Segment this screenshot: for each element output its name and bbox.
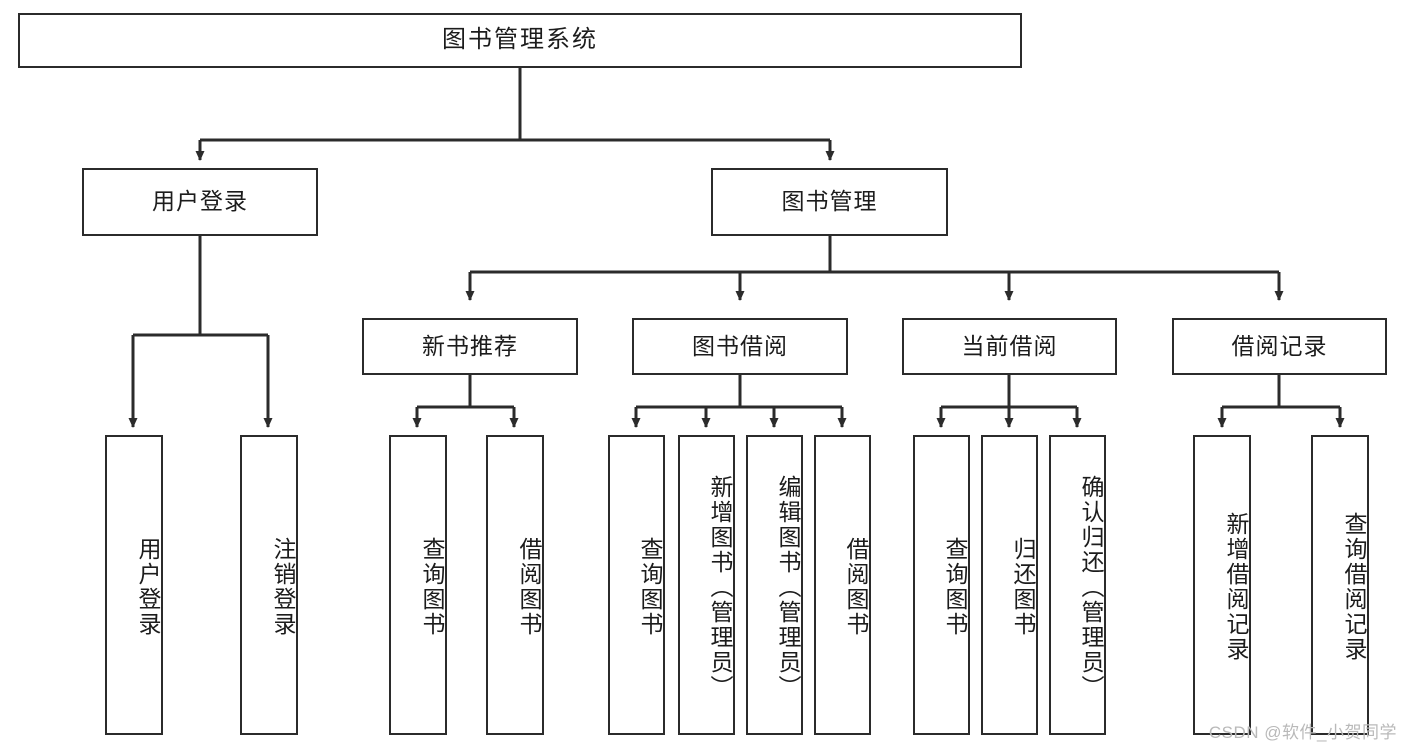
leaf-add-borrow-record[interactable]: 新增借阅记录	[1193, 435, 1251, 735]
node-new-book-recommend[interactable]: 新书推荐	[362, 318, 578, 375]
leaf-label: 新增借阅记录	[1223, 512, 1249, 662]
leaf-label: 查询借阅记录	[1341, 512, 1367, 662]
leaf-label: 查询图书	[637, 537, 663, 637]
leaf-label: 归还图书	[1010, 537, 1036, 637]
leaf-logout-login[interactable]: 注销登录	[240, 435, 298, 735]
node-book-borrow[interactable]: 图书借阅	[632, 318, 848, 375]
leaf-user-login[interactable]: 用户登录	[105, 435, 163, 735]
leaf-confirm-return-admin[interactable]: 确认归还（管理员）	[1049, 435, 1106, 735]
node-current-borrow[interactable]: 当前借阅	[902, 318, 1117, 375]
leaf-label: 用户登录	[135, 537, 161, 637]
node-root-book-management-system[interactable]: 图书管理系统	[18, 13, 1022, 68]
leaf-borrow-book[interactable]: 借阅图书	[814, 435, 871, 735]
leaf-query-book-current[interactable]: 查询图书	[913, 435, 970, 735]
leaf-return-book[interactable]: 归还图书	[981, 435, 1038, 735]
leaf-label: 查询图书	[419, 537, 445, 637]
leaf-label: 编辑图书（管理员）	[775, 474, 801, 700]
leaf-query-book-borrow[interactable]: 查询图书	[608, 435, 665, 735]
node-book-management[interactable]: 图书管理	[711, 168, 948, 236]
csdn-watermark: CSDN @软件_小贺同学	[1208, 723, 1397, 742]
leaf-label: 查询图书	[942, 537, 968, 637]
leaf-label: 注销登录	[270, 537, 296, 637]
leaf-label: 确认归还（管理员）	[1078, 474, 1104, 700]
leaf-edit-book-admin[interactable]: 编辑图书（管理员）	[746, 435, 803, 735]
leaf-label: 借阅图书	[843, 537, 869, 637]
leaf-add-book-admin[interactable]: 新增图书（管理员）	[678, 435, 735, 735]
leaf-label: 借阅图书	[516, 537, 542, 637]
leaf-query-book-recommend[interactable]: 查询图书	[389, 435, 447, 735]
leaf-borrow-book-recommend[interactable]: 借阅图书	[486, 435, 544, 735]
node-borrow-record[interactable]: 借阅记录	[1172, 318, 1387, 375]
node-user-login[interactable]: 用户登录	[82, 168, 318, 236]
leaf-label: 新增图书（管理员）	[707, 474, 733, 700]
leaf-query-borrow-record[interactable]: 查询借阅记录	[1311, 435, 1369, 735]
